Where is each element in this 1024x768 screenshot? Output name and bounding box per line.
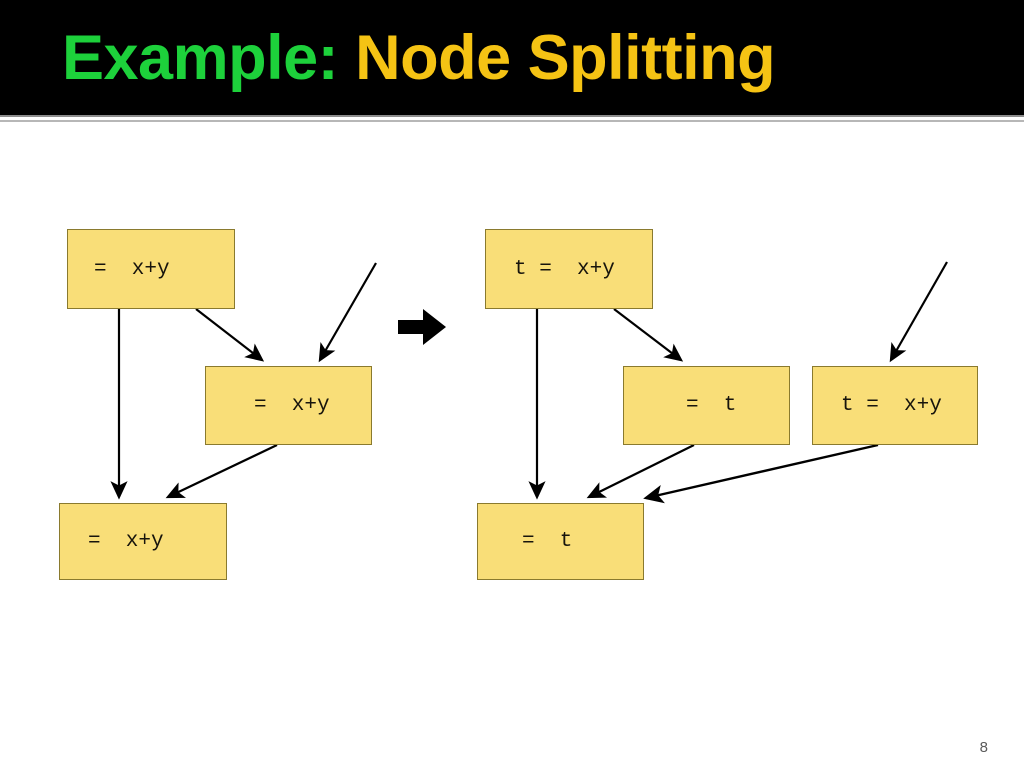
cfg-node-after-bottom[interactable]: = t — [477, 503, 644, 580]
slide-header: Example: Node Splitting — [0, 0, 1024, 115]
edge-external-to-after-middle-2 — [889, 261, 948, 363]
cfg-node-after-middle-2[interactable]: t = x+y — [812, 366, 978, 445]
edge-after-top-to-middle-1 — [613, 308, 684, 362]
divider-line-gray — [0, 120, 1024, 122]
cfg-node-before-top[interactable]: = x+y — [67, 229, 235, 309]
divider-line-light — [0, 117, 1024, 120]
title-part-green: Example: — [62, 23, 339, 93]
cfg-node-after-middle-1[interactable]: = t — [623, 366, 790, 445]
page-title: Example: Node Splitting — [62, 22, 776, 94]
cfg-node-after-top[interactable]: t = x+y — [485, 229, 653, 309]
cfg-node-before-middle[interactable]: = x+y — [205, 366, 372, 445]
edge-before-top-to-middle — [195, 308, 265, 362]
edge-layer — [110, 261, 948, 504]
header-divider — [0, 115, 1024, 124]
node-code: = x+y — [94, 257, 170, 281]
node-code: = x+y — [88, 530, 164, 553]
node-code: t = x+y — [841, 394, 942, 417]
cfg-node-before-bottom[interactable]: = x+y — [59, 503, 227, 580]
diagram-canvas: = x+y = x+y = x+y t = x+y = t t = x+y = … — [0, 124, 1024, 768]
node-code: = x+y — [254, 394, 330, 417]
edge-after-middle-2-to-bottom — [643, 443, 879, 504]
divider-line-dark — [0, 115, 1024, 117]
edge-before-middle-to-bottom — [165, 444, 278, 499]
right-arrow-icon — [398, 309, 446, 345]
page-number: 8 — [979, 739, 988, 756]
node-code: = t — [686, 394, 737, 417]
node-code: = t — [522, 530, 573, 553]
edge-after-middle-1-to-bottom — [586, 444, 695, 499]
node-code: t = x+y — [514, 257, 615, 281]
title-part-gold: Node Splitting — [355, 23, 776, 93]
edge-external-to-before-middle — [318, 262, 377, 363]
